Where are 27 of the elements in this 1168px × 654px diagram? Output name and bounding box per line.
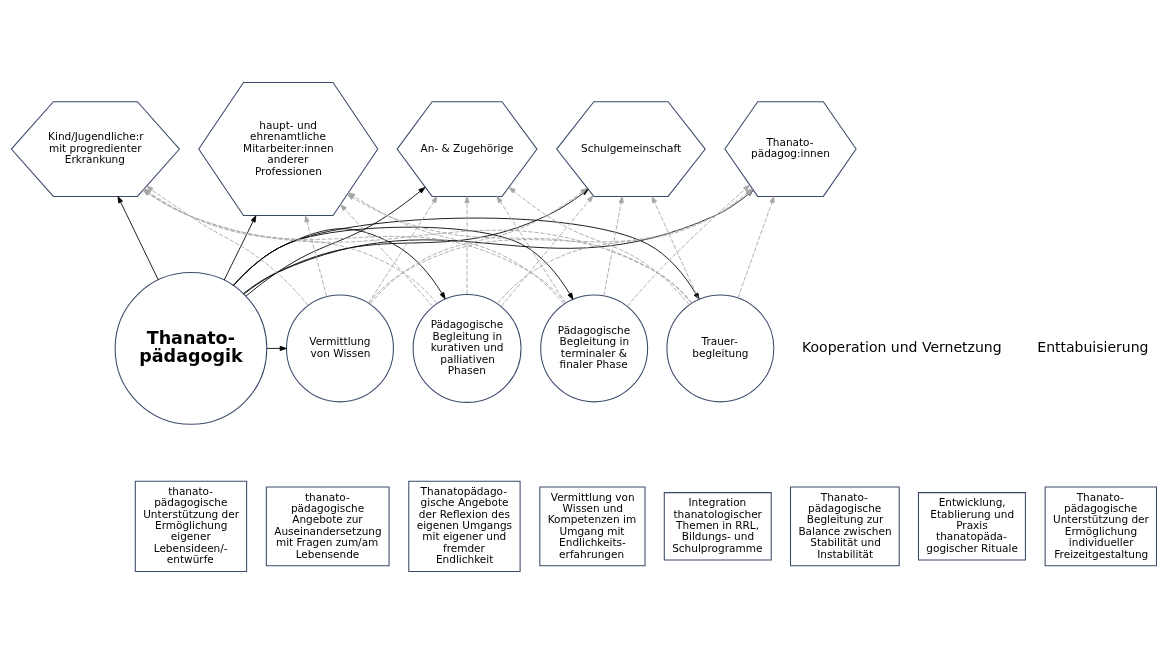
label: Kooperation und Vernetzung bbox=[802, 338, 1002, 355]
node-box: thanato- pädagogische Unterstützung der Ermöglichung eigener Lebensideen/- entwürfe bbox=[134, 480, 248, 572]
node-circle: Vermittlung von Wissen bbox=[286, 294, 394, 403]
node-box: Thanato- pädagogische Begleitung zur Balance zwischen Stabilität und Instabilität bbox=[790, 486, 900, 567]
arrow bbox=[304, 215, 328, 297]
arrow bbox=[266, 345, 287, 351]
arrow bbox=[603, 196, 624, 297]
arrow bbox=[223, 215, 257, 281]
arrow bbox=[368, 196, 438, 304]
arrow bbox=[245, 187, 426, 297]
node-circle: Thanato- pädagogik bbox=[114, 272, 268, 425]
node-box: thanato- pädagogische Angebote zur Auseinandersetzung mit Fragen zum/am Lebensende bbox=[265, 486, 390, 567]
arrow bbox=[500, 195, 594, 307]
node-box: Integration thanatologischer Themen in RRL, Bildungs- und Schulprogramme bbox=[663, 492, 772, 561]
arrow bbox=[146, 185, 309, 306]
arrow bbox=[651, 196, 699, 300]
arrow bbox=[737, 196, 775, 299]
node-box: Thanato- pädagogische Unterstützung der Ermöglichung individueller Freizeitgestaltung bbox=[1044, 486, 1157, 567]
arrow bbox=[232, 217, 700, 300]
node-box: Thanatopädago- gische Angebote der Reflexion des eigenen Umgangs mit eigener und fremder Endlichkeit bbox=[408, 480, 521, 572]
arrow bbox=[340, 204, 433, 307]
arrow bbox=[117, 196, 159, 281]
node-box: Entwicklung, Etablierung und Praxis thanatopäda- gogischer Rituale bbox=[917, 492, 1026, 561]
node-box: Vermittlung von Wissen und Kompetenzen im Umgang mit Endlichkeits- erfahrungen bbox=[539, 486, 646, 567]
label: Enttabuisierung bbox=[1037, 338, 1149, 355]
arrow bbox=[464, 196, 470, 295]
arrow bbox=[496, 196, 566, 304]
